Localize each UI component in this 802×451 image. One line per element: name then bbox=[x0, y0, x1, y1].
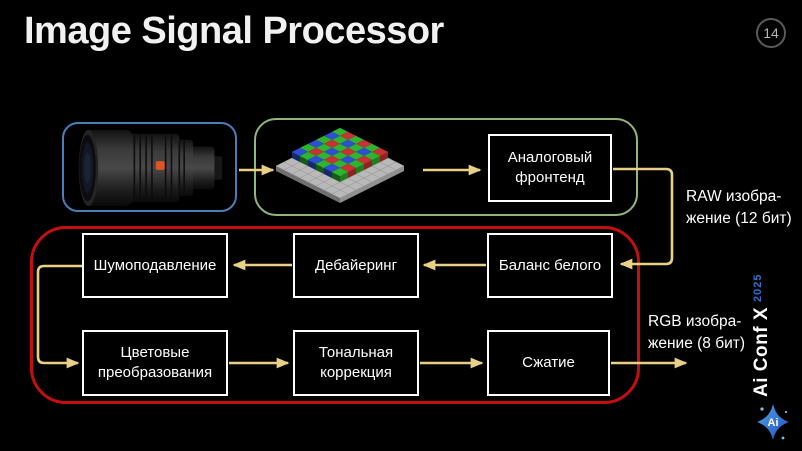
raw-image-label-line1: RAW изобра- bbox=[686, 188, 782, 205]
rgb-image-label-line1: RGB изобра- bbox=[648, 313, 742, 330]
white-balance-box: Баланс белого bbox=[487, 233, 613, 298]
tone-correction-label-line1: Тональная bbox=[318, 344, 394, 361]
bayer-mosaic-icon bbox=[275, 127, 405, 203]
raw-image-label-line2: жение (12 бит) bbox=[686, 210, 792, 227]
debayering-box: Дебайеринг bbox=[293, 233, 419, 298]
page-number: 14 bbox=[763, 25, 779, 41]
analog-frontend-label-line1: Аналоговый bbox=[507, 149, 593, 166]
camera-lens-icon bbox=[78, 129, 223, 207]
noise-reduction-label: Шумоподавление bbox=[93, 256, 217, 274]
logo-year-text: 2025 bbox=[752, 273, 764, 302]
analog-frontend-label-line2: фронтенд bbox=[515, 169, 585, 186]
color-transforms-label-line2: преобразования bbox=[97, 364, 213, 381]
color-transforms-label-line1: Цветовые bbox=[120, 344, 190, 361]
tone-correction-label-line2: коррекция bbox=[320, 364, 392, 381]
white-balance-label: Баланс белого bbox=[498, 256, 602, 274]
conference-logo: Ai Conf X 2025 bbox=[751, 274, 773, 397]
compression-box: Сжатие bbox=[487, 330, 610, 396]
rgb-image-label: RGB изобра- жение (8 бит) bbox=[648, 311, 770, 355]
noise-reduction-box: Шумоподавление bbox=[82, 233, 228, 298]
color-transforms-box: Цветовые преобразования bbox=[82, 330, 228, 396]
page-title: Image Signal Processor bbox=[24, 10, 444, 52]
logo-icon-text: Ai bbox=[768, 417, 779, 429]
page-number-badge: 14 bbox=[756, 18, 786, 48]
logo-brand-text: Ai Conf X bbox=[751, 307, 772, 397]
tone-correction-box: Тональная коррекция bbox=[293, 330, 419, 396]
analog-frontend-box: Аналоговый фронтенд bbox=[488, 134, 612, 202]
ai-diamond-logo-icon: Ai bbox=[757, 404, 789, 440]
debayering-label: Дебайеринг bbox=[314, 256, 398, 274]
raw-image-label: RAW изобра- жение (12 бит) bbox=[686, 186, 802, 230]
compression-label: Сжатие bbox=[522, 354, 575, 371]
rgb-image-label-line2: жение (8 бит) bbox=[648, 335, 746, 352]
